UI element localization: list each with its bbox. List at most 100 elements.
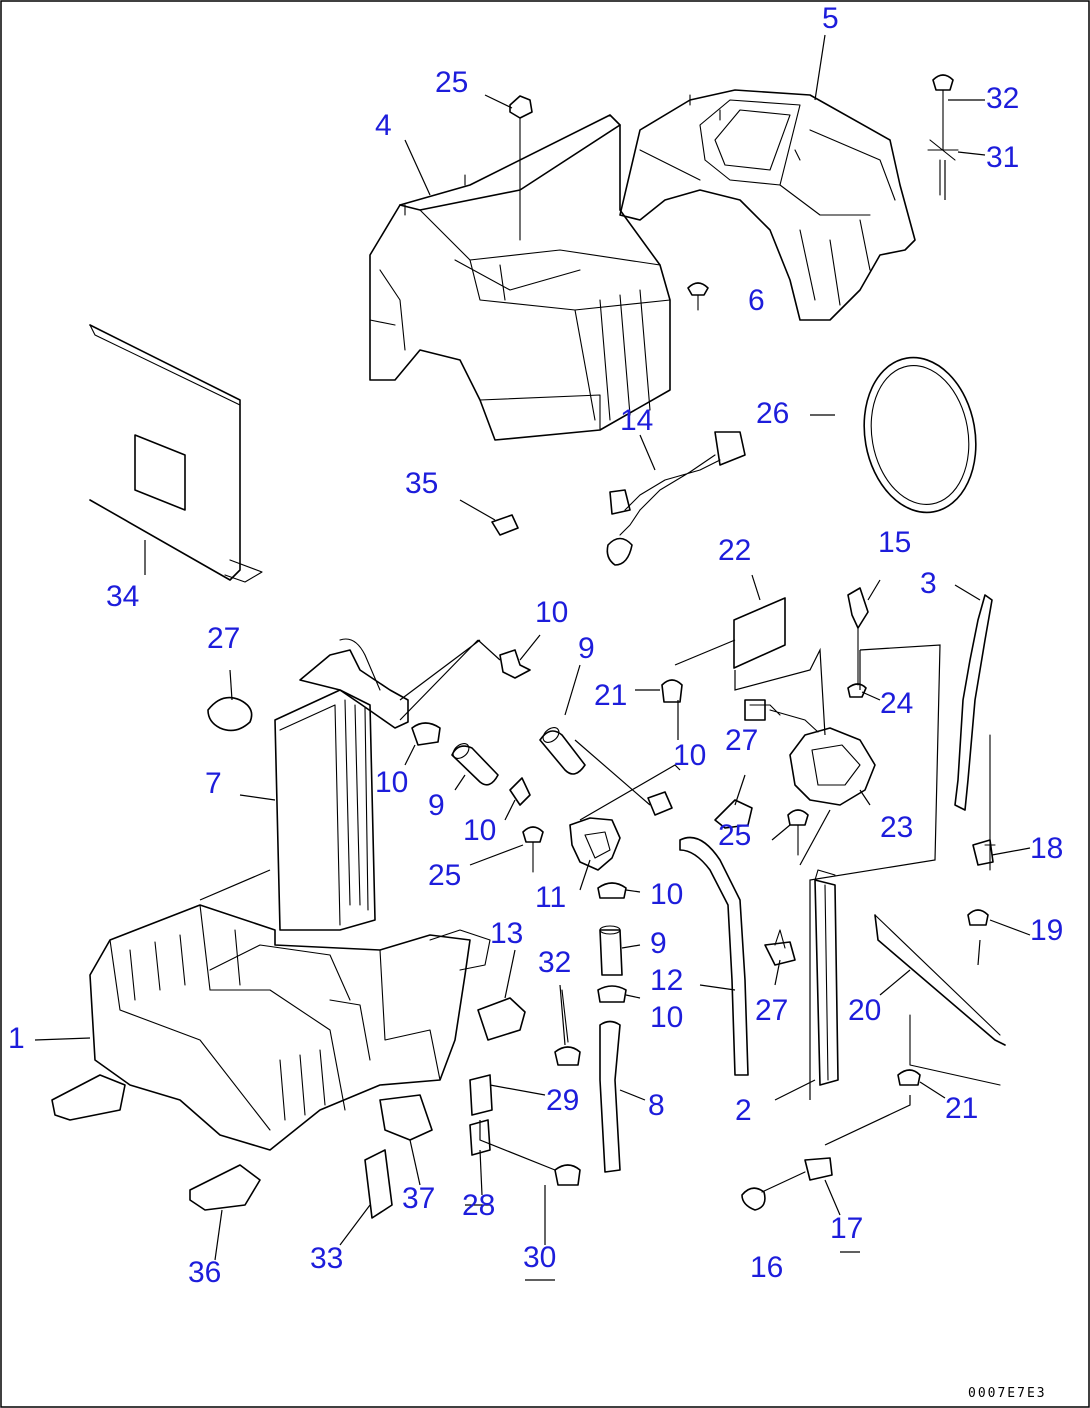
callout-33: 33 [310, 1242, 343, 1275]
callout-labels: 25 4 5 32 31 6 14 26 35 34 22 15 3 27 10… [8, 2, 1063, 1289]
part-15-bracket [847, 587, 869, 698]
part-27-clip-left [207, 696, 253, 732]
part-14-harness [606, 431, 746, 566]
callout-27-left: 27 [207, 622, 240, 655]
part-35-fastener [491, 514, 519, 536]
part-19-clamp [967, 909, 989, 926]
callout-20: 20 [848, 994, 881, 1027]
callout-3: 3 [920, 567, 937, 600]
callout-12: 12 [650, 964, 683, 997]
callout-34: 34 [106, 580, 139, 613]
drawing-code: 0007E7E3 [968, 1386, 1047, 1401]
part-25-screw-right [787, 809, 809, 856]
part-10-clamp-f [597, 985, 627, 1003]
part-30-knob [554, 1164, 581, 1186]
part-26-belt [863, 356, 977, 514]
part-17-bracket [804, 1157, 833, 1181]
callout-11: 11 [535, 881, 566, 914]
part-32-knob-bottom [554, 989, 581, 1066]
part-9-hose-b [451, 743, 499, 786]
callout-6: 6 [748, 284, 765, 317]
callout-21-top: 21 [594, 679, 627, 712]
part-1-base-frame [51, 904, 491, 1211]
callout-21-bottom: 21 [945, 1092, 978, 1125]
callout-16: 16 [750, 1251, 783, 1284]
part-11-valve [569, 817, 621, 871]
callout-10-c: 10 [375, 766, 408, 799]
part-6-clip [687, 282, 709, 311]
part-16-bolt [741, 1171, 806, 1211]
part-22-label-plate [733, 597, 786, 669]
part-7-core [274, 638, 409, 931]
callout-24: 24 [880, 687, 913, 720]
part-9-hose-a [539, 727, 586, 775]
part-3-rod [954, 594, 996, 871]
callout-10-a: 10 [535, 596, 568, 629]
part-2-pipe [814, 869, 839, 1086]
callout-28: 28 [462, 1189, 495, 1222]
leader-lines [34, 34, 1031, 1281]
part-33-pad [364, 1149, 393, 1219]
callout-29: 29 [546, 1084, 579, 1117]
callout-25-top: 25 [435, 66, 468, 99]
callout-10-f: 10 [650, 1001, 683, 1034]
callout-31: 31 [986, 141, 1019, 174]
callout-15: 15 [878, 526, 911, 559]
callout-19: 19 [1030, 914, 1063, 947]
callout-18: 18 [1030, 832, 1063, 865]
callout-10-d: 10 [463, 814, 496, 847]
callout-10-e: 10 [650, 878, 683, 911]
part-10-clamp-e [597, 882, 627, 899]
part-10-clamp-c [411, 722, 441, 746]
part-8-hose [599, 1020, 621, 1173]
part-21-clip-bottom [897, 1069, 921, 1086]
callout-17: 17 [830, 1212, 863, 1245]
part-21-clip-top [661, 679, 683, 703]
callout-5: 5 [822, 2, 839, 35]
part-12-hose [679, 836, 749, 1076]
part-4-left-cover [369, 114, 671, 441]
part-20-plate [874, 914, 1006, 1086]
callout-27-valve: 27 [725, 724, 758, 757]
callout-2: 2 [735, 1094, 752, 1127]
part-13-bracket [477, 997, 526, 1041]
callout-32-top: 32 [986, 82, 1019, 115]
callout-22: 22 [718, 534, 751, 567]
part-9-hose-c [599, 925, 623, 976]
callout-25-right: 25 [718, 819, 751, 852]
part-10-clamp-b [647, 791, 673, 816]
callout-1: 1 [8, 1022, 25, 1055]
part-10-clamp-a [499, 649, 531, 679]
callout-9-a: 9 [578, 632, 595, 665]
callout-26: 26 [756, 397, 789, 430]
callout-36: 36 [188, 1256, 221, 1289]
callout-32-bottom: 32 [538, 946, 571, 979]
part-25-screw-mid [522, 826, 544, 873]
callout-9-c: 9 [650, 927, 667, 960]
callout-30: 30 [523, 1241, 556, 1274]
callout-4: 4 [375, 109, 392, 142]
part-27-clip-mid [764, 929, 796, 966]
part-28-bracket [469, 1119, 491, 1156]
part-5-right-cover [619, 89, 916, 321]
callout-14: 14 [620, 404, 653, 437]
part-23-valve [744, 699, 876, 806]
part-25-screw-top [509, 95, 533, 241]
callout-25-mid: 25 [428, 859, 461, 892]
callout-35: 35 [405, 467, 438, 500]
callout-37: 37 [402, 1182, 435, 1215]
part-32-knob-top [927, 74, 959, 196]
part-29-bracket [469, 1074, 493, 1116]
callout-27-mid: 27 [755, 994, 788, 1027]
part-18-clip [972, 839, 994, 866]
callout-13: 13 [490, 917, 523, 950]
part-27-clip-valve [714, 799, 753, 829]
part-34-panel [89, 324, 263, 583]
callout-10-b: 10 [673, 739, 706, 772]
callout-8: 8 [648, 1089, 665, 1122]
callout-23: 23 [880, 811, 913, 844]
callout-9-b: 9 [428, 789, 445, 822]
